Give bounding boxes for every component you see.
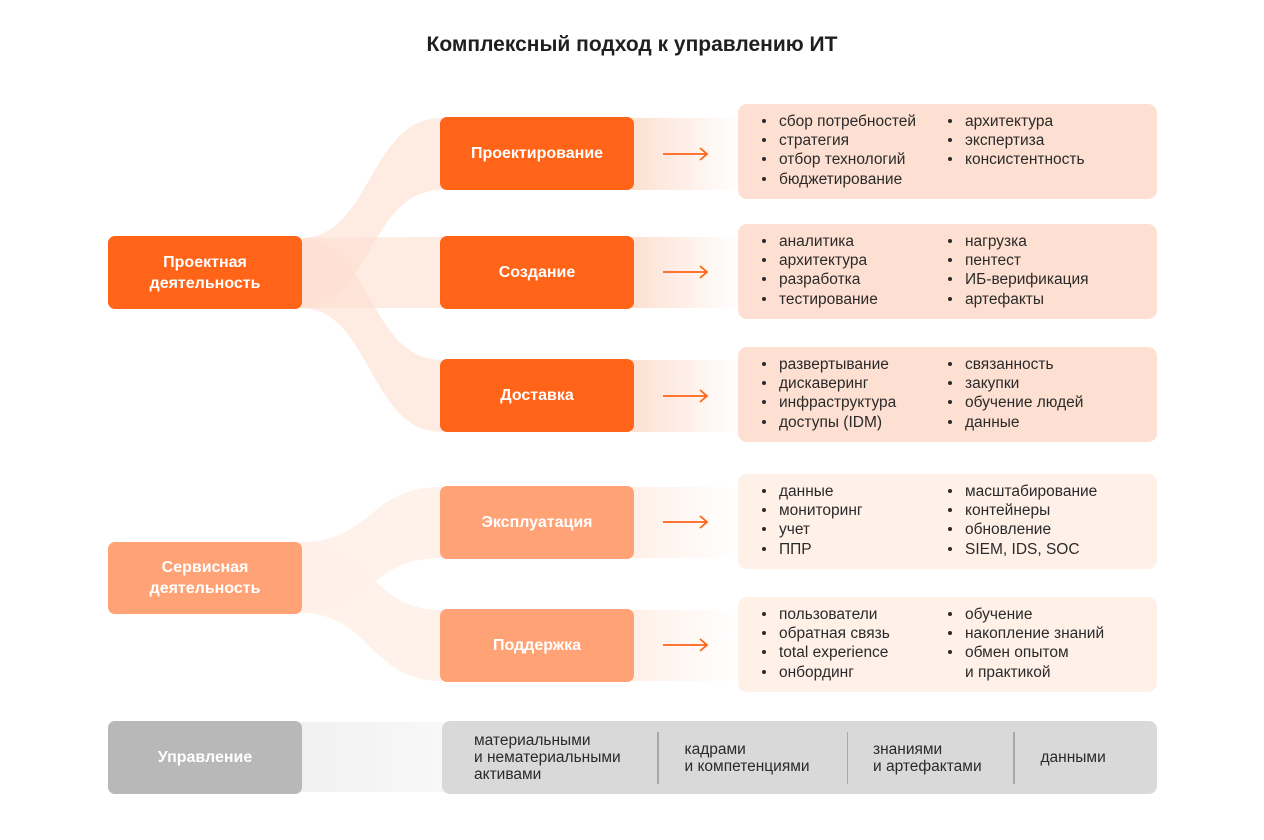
list-item: учет xyxy=(762,520,948,539)
list-item: архитектура xyxy=(948,112,1085,131)
list-item: SIEM, IDS, SOC xyxy=(948,540,1097,559)
panel-delivery-left-list: развертывание дискаверинг инфраструктура… xyxy=(762,355,948,442)
management-item-personnel: кадрами и компетенциями xyxy=(684,740,810,775)
stage-support-label: Поддержка xyxy=(492,637,582,654)
fan-service-support xyxy=(300,542,442,681)
panel-build: аналитика архитектура разработка тестиро… xyxy=(738,224,1157,319)
management-label: Управление xyxy=(157,749,253,766)
list-item: артефакты xyxy=(948,290,1089,309)
stage-build-box: Создание xyxy=(440,236,634,309)
panel-support-left-list: пользователи обратная связь total experi… xyxy=(762,605,948,692)
arrow-right-icon xyxy=(663,389,709,403)
stage-design-label: Проектирование xyxy=(470,145,604,162)
list-item: развертывание xyxy=(762,355,948,374)
list-item: total experience xyxy=(762,643,948,662)
management-bar: материальными и нематериальными активами… xyxy=(442,721,1157,794)
band-management xyxy=(300,722,445,792)
list-item: нагрузка xyxy=(948,232,1089,251)
panel-design-left-list: сбор потребностей стратегия отбор технол… xyxy=(762,112,948,199)
management-item-knowledge: знаниями и артефактами xyxy=(873,740,982,775)
list-item: бюджетирование xyxy=(762,170,948,189)
panel-build-right-list: нагрузка пентест ИБ-верификация артефакт… xyxy=(948,232,1089,319)
panel-build-left-list: аналитика архитектура разработка тестиро… xyxy=(762,232,948,319)
list-item: отбор технологий xyxy=(762,150,948,169)
list-item: доступы (IDM) xyxy=(762,413,948,432)
panel-support-right-list: обучение накопление знаний обмен опытом … xyxy=(948,605,1104,692)
panel-support: пользователи обратная связь total experi… xyxy=(738,597,1157,692)
list-item: связанность xyxy=(948,355,1083,374)
list-item: пользователи xyxy=(762,605,948,624)
list-item: обмен опытом и практикой xyxy=(948,643,1104,681)
list-item: обратная связь xyxy=(762,624,948,643)
list-item: масштабирование xyxy=(948,482,1097,501)
list-item: ИБ-верификация xyxy=(948,270,1089,289)
diagram-title: Комплексный подход к управлению ИТ xyxy=(426,33,838,56)
list-item: тестирование xyxy=(762,290,948,309)
list-item: стратегия xyxy=(762,131,948,150)
stage-operation-label: Эксплуатация xyxy=(481,514,593,531)
list-item: сбор потребностей xyxy=(762,112,948,131)
management-divider xyxy=(846,731,848,784)
group-project-label: Проектная деятельность xyxy=(149,253,261,292)
list-item: данные xyxy=(762,482,948,501)
list-item: инфраструктура xyxy=(762,393,948,412)
fan-project-delivery xyxy=(300,238,442,432)
arrow-right-icon xyxy=(663,265,709,279)
stage-delivery-label: Доставка xyxy=(500,387,574,404)
list-item: онбординг xyxy=(762,663,948,682)
list-item: обучение людей xyxy=(948,393,1083,412)
list-item: мониторинг xyxy=(762,501,948,520)
stage-design-box: Проектирование xyxy=(440,117,634,190)
stage-support-box: Поддержка xyxy=(440,609,634,682)
list-item: консистентность xyxy=(948,150,1085,169)
list-item: обновление xyxy=(948,520,1097,539)
panel-delivery: развертывание дискаверинг инфраструктура… xyxy=(738,347,1157,442)
list-item: накопление знаний xyxy=(948,624,1104,643)
management-box: Управление xyxy=(108,721,302,794)
list-item: данные xyxy=(948,413,1083,432)
group-service-box: Сервисная деятельность xyxy=(108,542,302,614)
arrow-right-icon xyxy=(663,638,709,652)
panel-delivery-right-list: связанность закупки обучение людей данны… xyxy=(948,355,1083,442)
panel-design: сбор потребностей стратегия отбор технол… xyxy=(738,104,1157,199)
list-item: аналитика xyxy=(762,232,948,251)
list-item: ППР xyxy=(762,540,948,559)
list-item: экспертиза xyxy=(948,131,1085,150)
list-item: пентест xyxy=(948,251,1089,270)
panel-operation-right-list: масштабирование контейнеры обновление SI… xyxy=(948,482,1097,569)
arrow-right-icon xyxy=(663,515,709,529)
stage-delivery-box: Доставка xyxy=(440,359,634,432)
management-divider xyxy=(657,731,659,784)
list-item: обучение xyxy=(948,605,1104,624)
panel-design-right-list: архитектура экспертиза консистентность xyxy=(948,112,1085,199)
list-item: архитектура xyxy=(762,251,948,270)
list-item: контейнеры xyxy=(948,501,1097,520)
group-project-box: Проектная деятельность xyxy=(108,236,302,309)
list-item: закупки xyxy=(948,374,1083,393)
stage-build-label: Создание xyxy=(498,264,576,281)
panel-operation-left-list: данные мониторинг учет ППР xyxy=(762,482,948,569)
management-item-assets: материальными и нематериальными активами xyxy=(474,732,621,783)
list-item: дискаверинг xyxy=(762,374,948,393)
management-item-data: данными xyxy=(1040,749,1106,766)
stage-operation-box: Эксплуатация xyxy=(440,486,634,559)
arrow-right-icon xyxy=(663,147,709,161)
management-divider xyxy=(1013,731,1015,784)
group-service-label: Сервисная деятельность xyxy=(149,559,261,597)
panel-operation: данные мониторинг учет ППР масштабирован… xyxy=(738,474,1157,569)
list-item: разработка xyxy=(762,270,948,289)
